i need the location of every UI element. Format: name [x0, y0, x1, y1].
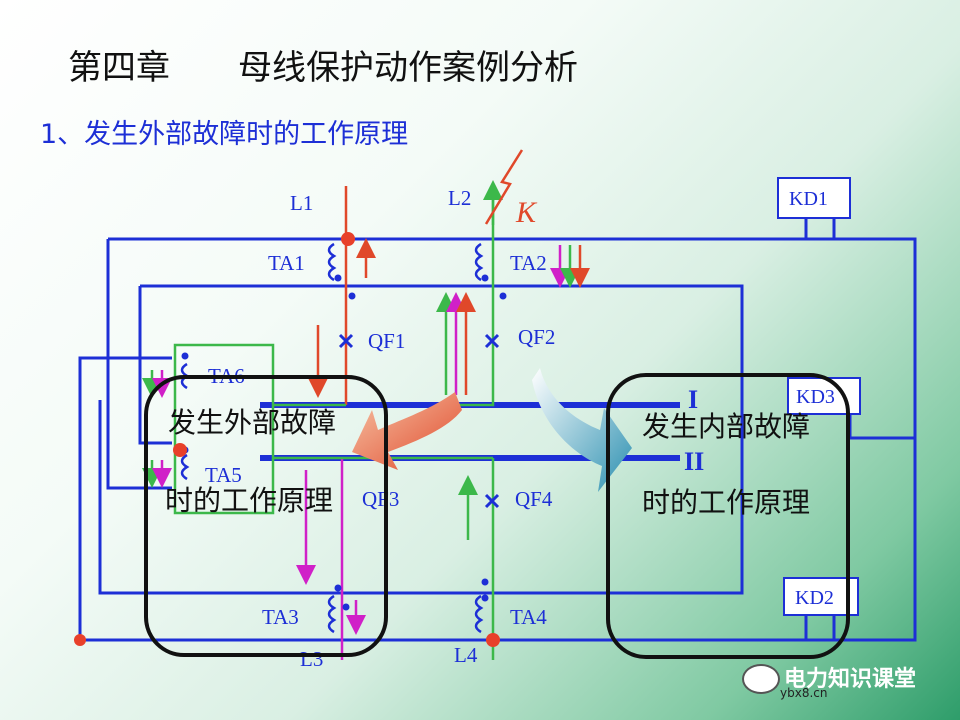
kd1-box [777, 177, 851, 219]
ct-polarity-dots [181, 274, 507, 611]
wechat-icon [742, 664, 780, 694]
qf3-label: QF3 [362, 487, 399, 511]
fault-label: K [515, 196, 538, 229]
primary-lines [173, 186, 495, 660]
qf4-label: QF4 [515, 487, 553, 511]
line-l2-label: L2 [448, 186, 471, 210]
qf1-label: QF1 [368, 329, 405, 353]
breaker-marks [338, 333, 500, 509]
kd2-label: KD2 [795, 587, 834, 609]
ta1-coil-icon [327, 242, 337, 282]
ta3-coil-icon [327, 594, 337, 634]
junction-dots [74, 232, 500, 647]
internal-fault-line1[interactable]: 发生内部故障 [642, 410, 810, 443]
left-curved-arrow-icon [352, 392, 462, 470]
line-l2 [458, 186, 495, 407]
ta5-coil-icon [180, 453, 190, 481]
line-l4-label: L4 [454, 643, 478, 667]
watermark-name: 电力知识课堂 [784, 667, 917, 692]
line-l3-label: L3 [300, 647, 323, 671]
ta2-coil-icon [474, 242, 484, 282]
ta3-label: TA3 [262, 605, 299, 629]
kd1-label: KD1 [789, 188, 828, 210]
watermark-site: ybx8.cn [780, 686, 828, 700]
line-l1-label: L1 [290, 191, 313, 215]
ta5-label: TA5 [205, 463, 242, 487]
bus-1-label: I [688, 385, 698, 414]
kd2-box [783, 577, 859, 616]
internal-fault-box [606, 373, 850, 659]
ct-coils [180, 242, 484, 634]
page-subtitle: 1、发生外部故障时的工作原理 [40, 119, 409, 150]
page-title: 第四章 母线保护动作案例分析 [68, 48, 578, 88]
ta2-label: TA2 [510, 251, 547, 275]
internal-fault-line2[interactable]: 时的工作原理 [642, 486, 810, 519]
qf2-label: QF2 [518, 325, 555, 349]
bus-coupler-box [173, 343, 275, 515]
ta4-label: TA4 [510, 605, 547, 629]
external-fault-line1[interactable]: 发生外部故障 [168, 406, 336, 439]
external-fault-box [144, 375, 388, 657]
fault-bolt-icon [484, 149, 524, 225]
ta4-coil-icon [474, 594, 484, 634]
bus-2-label: II [684, 447, 704, 476]
kd3-label: KD3 [796, 386, 835, 408]
external-fault-line2[interactable]: 时的工作原理 [165, 484, 333, 517]
ta1-label: TA1 [268, 251, 305, 275]
